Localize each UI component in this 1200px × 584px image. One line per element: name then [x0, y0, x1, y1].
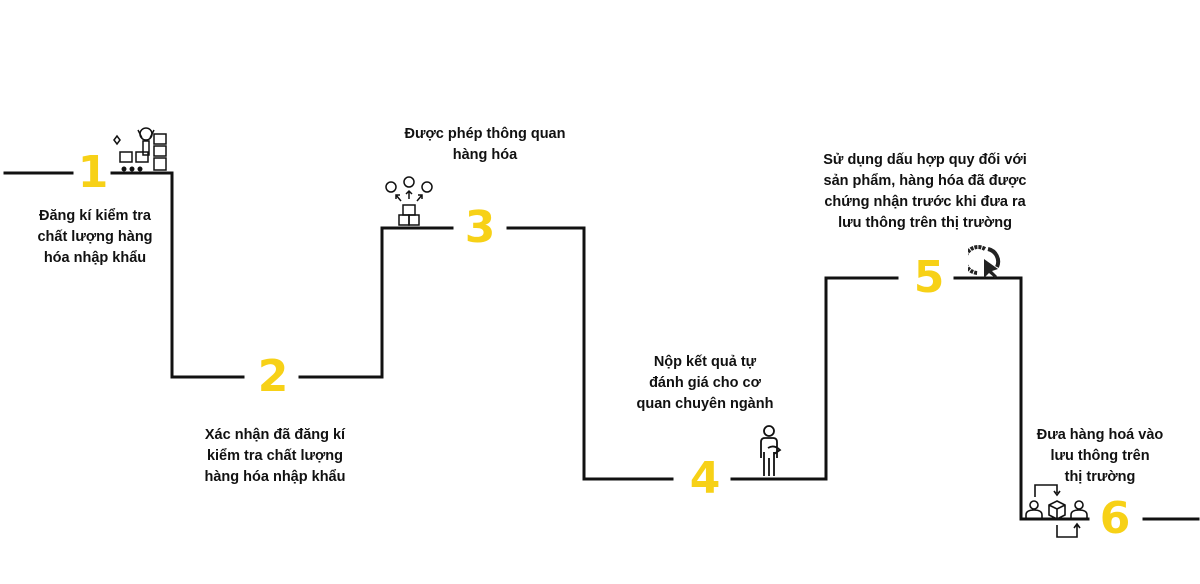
warehouse-worker-boxes-icon	[113, 127, 167, 172]
step-2-label: Xác nhận đã đăng kí kiểm tra chất lượng …	[204, 427, 346, 485]
step-4-number: 4	[689, 453, 721, 504]
exchange-people-box-icon	[1025, 484, 1088, 538]
step-4-line	[730, 276, 899, 481]
step-1-number: 1	[77, 147, 109, 198]
step-5-number: 5	[913, 252, 945, 303]
step-3-line	[506, 226, 674, 481]
step-2-line	[298, 226, 454, 379]
step-5-label: Sử dụng dấu hợp quy đối với sản phẩm, hà…	[823, 152, 1027, 231]
box-distribution-icon	[385, 176, 433, 226]
step-3-number: 3	[464, 202, 496, 253]
step-4-label: Nộp kết quả tự đánh giá cho cơ quan chuy…	[636, 354, 774, 412]
step-6-number: 6	[1099, 493, 1131, 544]
person-icon	[760, 425, 782, 476]
step-6-label: Đưa hàng hoá vào lưu thông trên thị trườ…	[1036, 427, 1164, 485]
step-5-line	[953, 276, 1090, 521]
quality-mark-icon	[968, 245, 1001, 278]
step-2-number: 2	[257, 351, 289, 402]
step-1-label: Đăng kí kiểm tra chất lượng hàng hóa nhậ…	[37, 208, 153, 266]
step-1-line	[3, 171, 245, 379]
step-3-label: Được phép thông quan hàng hóa	[404, 126, 566, 163]
